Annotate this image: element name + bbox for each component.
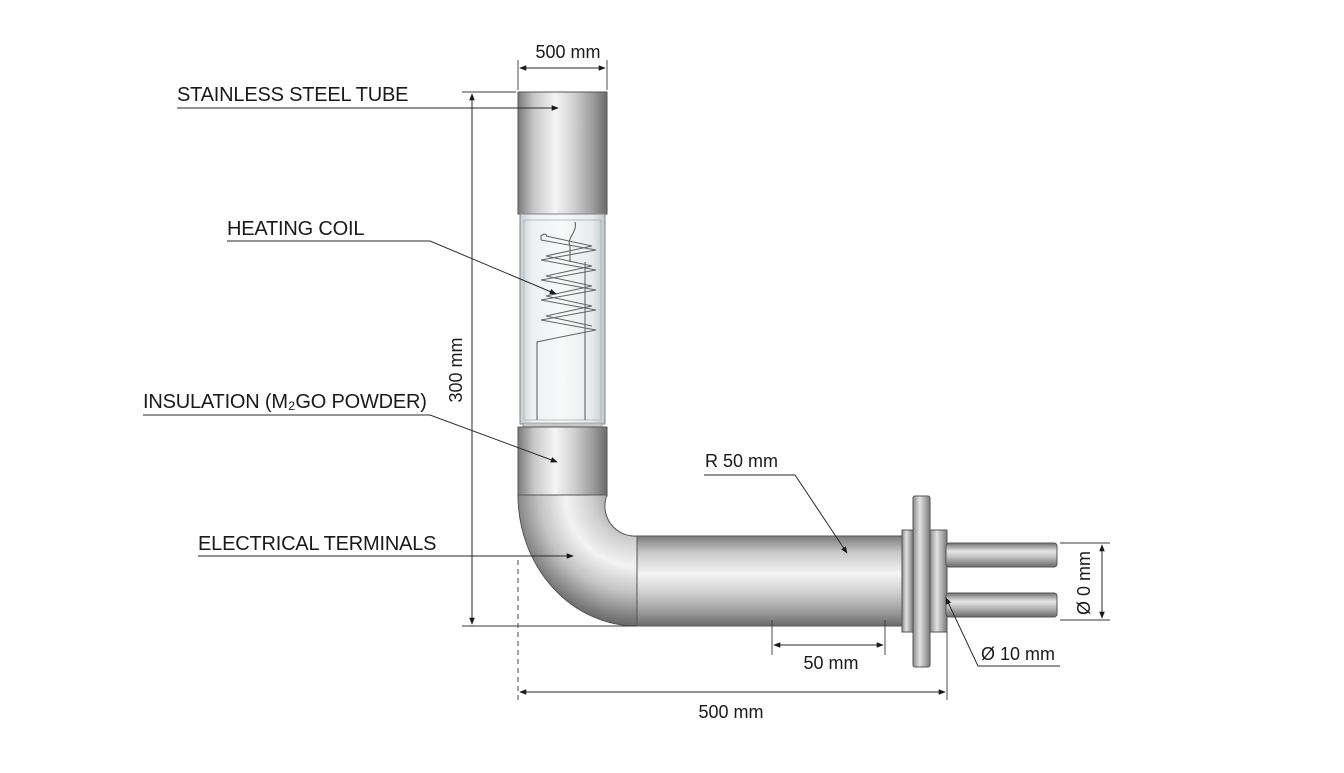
dim-horizontal-length: 500 mm bbox=[698, 702, 763, 722]
dim-segment-length: 50 mm bbox=[803, 653, 858, 673]
dimension-lines bbox=[462, 60, 1110, 700]
dim-vertical-height: 300 mm bbox=[446, 337, 466, 402]
label-electrical-terminals: ELECTRICAL TERMINALS bbox=[198, 533, 436, 555]
label-insulation: INSULATION (M₂GO POWDER) bbox=[143, 391, 427, 413]
heating-element bbox=[517, 91, 1058, 668]
terminal-pin-lower bbox=[945, 592, 1058, 618]
label-bend-radius: R 50 mm bbox=[705, 451, 778, 471]
upper-steel-section bbox=[517, 91, 608, 215]
tube-bend bbox=[517, 494, 638, 627]
flange bbox=[912, 495, 931, 668]
lower-steel-section bbox=[517, 426, 608, 497]
dim-terminal-spacing: Ø 0 mm bbox=[1074, 551, 1094, 615]
dim-terminal-diameter: Ø 10 mm bbox=[981, 644, 1055, 664]
cutaway-section bbox=[519, 213, 606, 425]
collar bbox=[901, 529, 914, 633]
leader-lines bbox=[143, 105, 1060, 667]
terminal-pin-upper bbox=[945, 542, 1058, 568]
dim-top-width: 500 mm bbox=[535, 42, 600, 62]
horizontal-steel-section bbox=[636, 535, 906, 627]
label-stainless-steel-tube: STAINLESS STEEL TUBE bbox=[177, 84, 408, 106]
label-heating-coil: HEATING COIL bbox=[227, 218, 364, 240]
heating-coil-wire bbox=[536, 221, 597, 420]
